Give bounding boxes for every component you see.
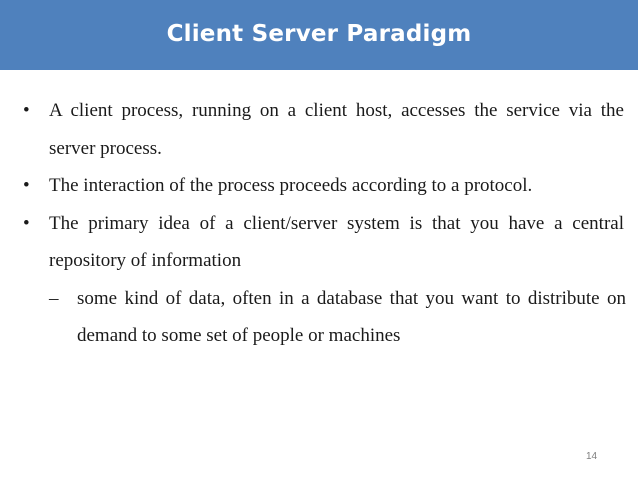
slide-content: • A client process, running on a client …	[0, 92, 638, 355]
bullet-marker: •	[23, 212, 30, 234]
bullet-marker: •	[23, 175, 30, 196]
bullet-text: A client process, running on a client ho…	[49, 100, 624, 159]
bullet-item: • The interaction of the process proceed…	[0, 167, 638, 205]
bullet-item: • The primary idea of a client/server sy…	[0, 205, 638, 280]
bullet-text: The primary idea of a client/server syst…	[49, 212, 624, 272]
sub-bullet-marker: –	[49, 287, 59, 309]
bullet-item: • A client process, running on a client …	[0, 92, 638, 167]
title-bar: Client Server Paradigm	[0, 0, 638, 70]
bullet-text: The interaction of the process proceeds …	[49, 175, 533, 196]
page-number: 14	[586, 451, 598, 462]
bullet-marker: •	[23, 100, 30, 121]
sub-bullet-text: some kind of data, often in a database t…	[77, 287, 626, 347]
slide-title: Client Server Paradigm	[166, 21, 472, 47]
sub-bullet-item: – some kind of data, often in a database…	[0, 280, 638, 355]
